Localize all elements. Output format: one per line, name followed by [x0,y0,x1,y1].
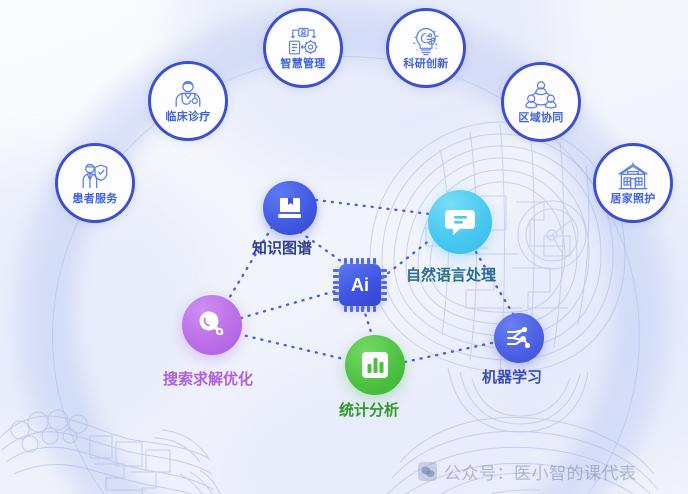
bar-chart-icon [362,352,388,378]
node-label-statistics: 统计分析 [339,402,400,419]
node-nlp[interactable] [428,190,492,254]
magnifier-icon [199,311,224,336]
wechat-official-account-icon [418,462,437,481]
watermark: 公众号：医小智的课代表 [418,459,637,484]
three-people-network-icon [525,81,557,109]
chip-pins-left [333,269,339,301]
chat-bubble-icon [445,210,475,235]
feature-label: 居家照护 [610,193,656,205]
link-kg-search [226,225,274,302]
feature-label: 患者服务 [72,193,118,205]
feature-label: 临床诊疗 [165,111,211,123]
link-search-stat [236,332,350,362]
book-icon [278,198,301,218]
feature-label: 科研创新 [403,58,449,70]
link-stat-ml [403,340,498,364]
node-knowledge-graph[interactable] [263,181,317,235]
node-label-machine-learning: 机器学习 [482,369,543,386]
node-search-optimize[interactable] [182,295,242,355]
link-kg-nlp [314,198,432,216]
lightbulb-circuit-icon [413,27,439,56]
ai-chip-label: Ai [351,275,369,295]
neural-nodes-icon [507,326,531,349]
link-kg-chip [298,230,350,268]
feature-label: 区域协同 [518,112,564,124]
watermark-text: 公众号：医小智的课代表 [444,464,637,483]
workflow-gear-icon [288,27,318,55]
node-label-knowledge-graph: 知识图谱 [252,240,313,257]
node-machine-learning[interactable] [494,313,544,363]
feature-label: 智慧管理 [280,58,326,70]
doctor-shield-icon [82,163,108,188]
node-label-search-optimize: 搜索求解优化 [163,371,254,388]
chip-pins-top [344,258,376,264]
node-statistics[interactable] [345,335,405,395]
node-label-nlp: 自然语言处理 [406,267,497,284]
doctor-stethoscope-icon [175,80,201,107]
ai-chip-hub[interactable]: Ai [333,258,387,312]
house-icon [618,162,648,190]
chip-pins-bottom [344,306,376,312]
chip-pins-right [381,269,387,301]
link-search-chip [239,288,341,320]
